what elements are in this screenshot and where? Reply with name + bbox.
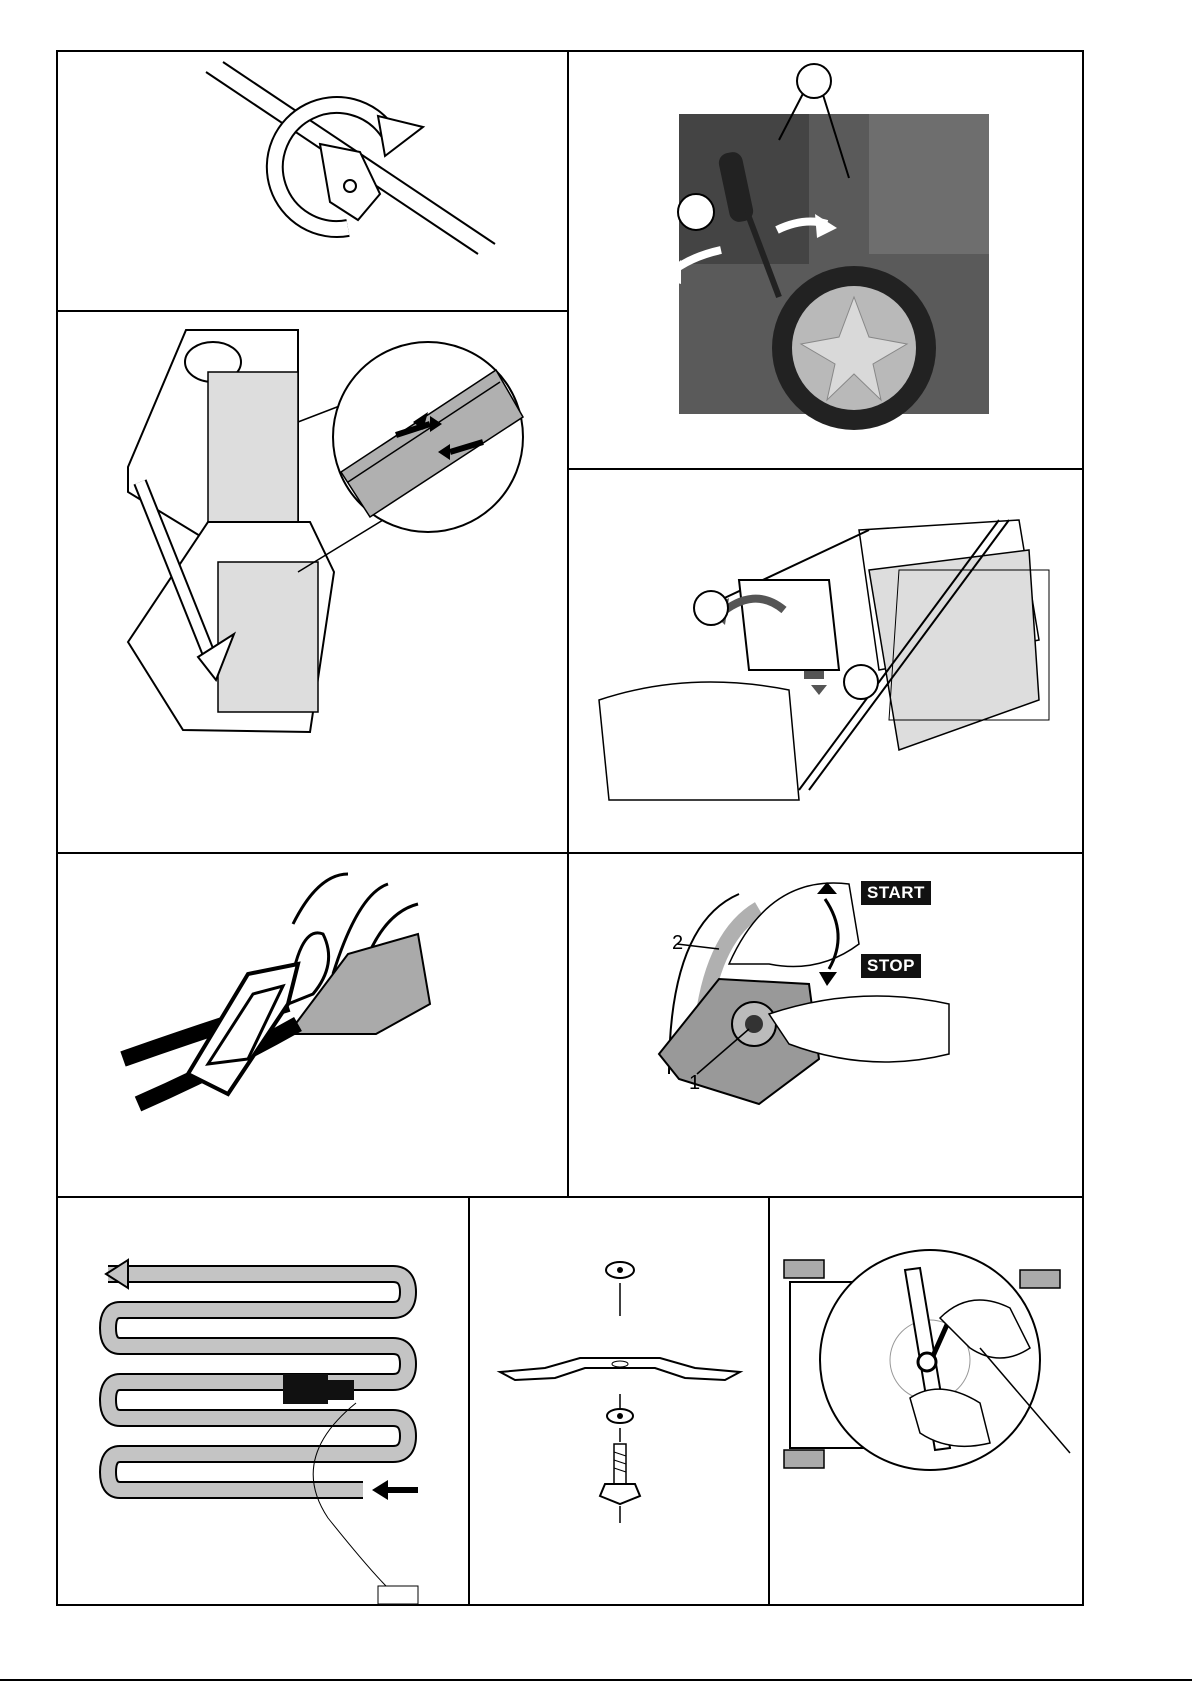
- height-adjust-photo: [569, 52, 1084, 470]
- handle-knob-illustration: [58, 52, 569, 312]
- panel-handle-knob: [56, 50, 569, 312]
- panel-cable-clip: [56, 852, 569, 1198]
- panel-mowing-path: [56, 1196, 470, 1606]
- cable-clip-illustration: [58, 854, 569, 1198]
- panel-blade-assembly: [468, 1196, 770, 1606]
- catcher-attach-illustration: [569, 470, 1084, 854]
- start-label: START: [861, 881, 931, 905]
- bottom-rule: [0, 1679, 1192, 1681]
- panel-blade-removal: [768, 1196, 1084, 1606]
- blade-assembly-illustration: [470, 1198, 770, 1606]
- callout-2: 2: [672, 932, 683, 955]
- stop-label: STOP: [861, 954, 921, 978]
- panel-height-adjust-photo: [567, 50, 1084, 470]
- blade-removal-illustration: [770, 1198, 1084, 1606]
- panel-start-stop: START STOP 2 1: [567, 852, 1084, 1198]
- mowing-path-illustration: [58, 1198, 470, 1606]
- start-stop-illustration: [569, 854, 1084, 1198]
- panel-catcher-attach: [567, 468, 1084, 854]
- grass-catcher-illustration: [58, 312, 569, 854]
- callout-1: 1: [689, 1072, 700, 1095]
- panel-grass-catcher: [56, 310, 569, 854]
